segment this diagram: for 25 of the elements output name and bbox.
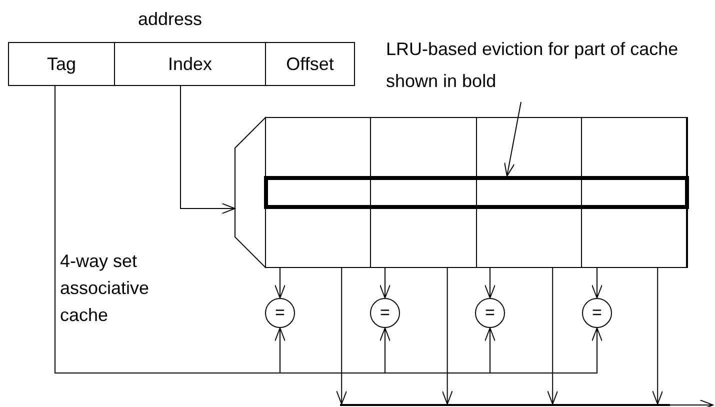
- arrow: [180, 84, 236, 214]
- arrow: [380, 266, 390, 298]
- arrow: [652, 266, 664, 404]
- leader-arrow: [504, 102, 522, 176]
- data-bus-line: [340, 404, 670, 406]
- arrow: [484, 266, 496, 298]
- address-field: Tag: [9, 43, 115, 85]
- address-field: Offset: [266, 43, 354, 85]
- note-text: LRU-based eviction for part of cache shown in bold: [386, 33, 711, 97]
- address-heading: address: [136, 9, 204, 30]
- arrow: [547, 266, 558, 404]
- arrow: [592, 266, 602, 298]
- cache-array: [265, 117, 688, 268]
- highlighted-cache-set: [264, 176, 689, 209]
- comparator-circle: =: [475, 298, 505, 328]
- arrow: [336, 266, 348, 404]
- comparator-circle: =: [370, 298, 400, 328]
- arrow: [670, 400, 714, 407]
- address-field: Index: [115, 43, 266, 85]
- cache-caption: 4-way set associative cache: [60, 250, 150, 327]
- comparator-circle: =: [265, 298, 295, 328]
- arrow: [442, 266, 453, 404]
- decoder-block: [235, 117, 266, 268]
- arrow: [274, 266, 286, 298]
- comparator-circle: =: [582, 298, 612, 328]
